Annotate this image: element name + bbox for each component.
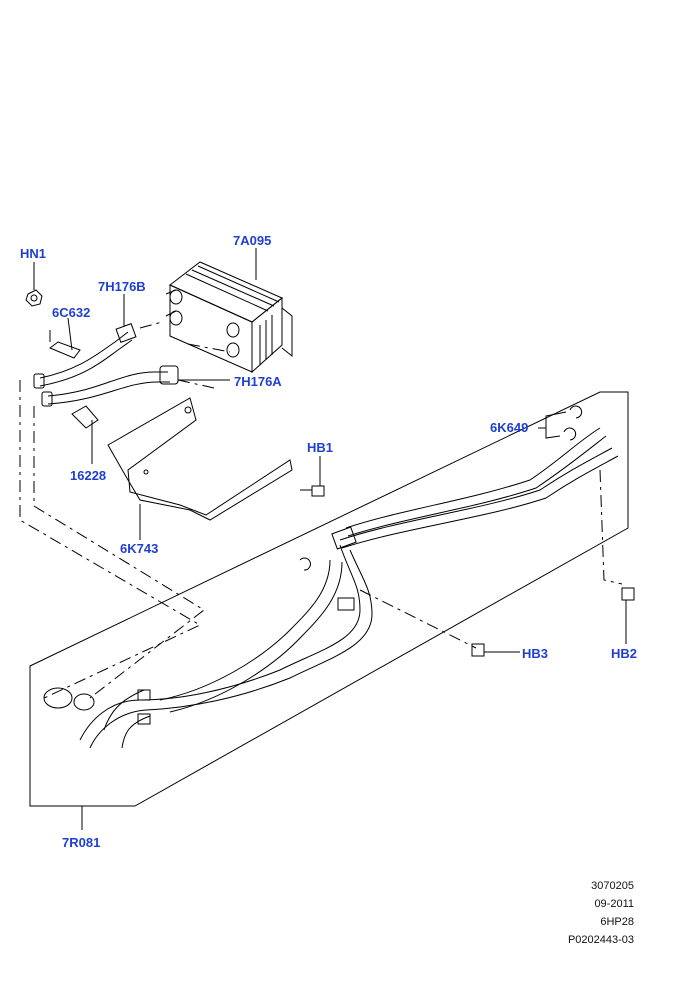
label-hn1: HN1 bbox=[20, 246, 46, 261]
label-6k743: 6K743 bbox=[120, 541, 158, 556]
label-7r081: 7R081 bbox=[62, 835, 100, 850]
label-hb2: HB2 bbox=[611, 646, 637, 661]
label-6k649: 6K649 bbox=[490, 420, 528, 435]
label-hb1: HB1 bbox=[307, 440, 333, 455]
footer-doc-number: 3070205 bbox=[591, 880, 634, 892]
callout-labels: HN1 7A095 7H176B 6C632 7H176A 16228 HB1 … bbox=[20, 233, 637, 850]
clip-16228 bbox=[71, 405, 99, 429]
label-7h176a: 7H176A bbox=[234, 374, 282, 389]
footer-part-ref: P0202443-03 bbox=[567, 934, 634, 946]
group-outline-7r081 bbox=[29, 391, 629, 830]
label-hb3: HB3 bbox=[522, 646, 548, 661]
label-6c632: 6C632 bbox=[52, 305, 90, 320]
main-pipes bbox=[43, 427, 619, 749]
label-7h176b: 7H176B bbox=[98, 279, 146, 294]
nut-hn1 bbox=[25, 289, 43, 307]
clip bbox=[49, 341, 81, 359]
bolt-hb1 bbox=[300, 485, 325, 497]
footer-model: 6HP28 bbox=[600, 916, 634, 928]
reference-lines bbox=[19, 321, 623, 701]
clips-6k649 bbox=[563, 405, 583, 441]
label-7a095: 7A095 bbox=[233, 233, 271, 248]
bolt-hb2 bbox=[621, 587, 635, 601]
cooler-pipes bbox=[33, 323, 179, 407]
bolt-hb3 bbox=[471, 643, 485, 657]
label-16228: 16228 bbox=[70, 468, 106, 483]
oil-cooler bbox=[165, 261, 293, 374]
bracket bbox=[107, 397, 293, 521]
leader-lines bbox=[33, 248, 627, 653]
footer-date: 09-2011 bbox=[594, 898, 634, 910]
